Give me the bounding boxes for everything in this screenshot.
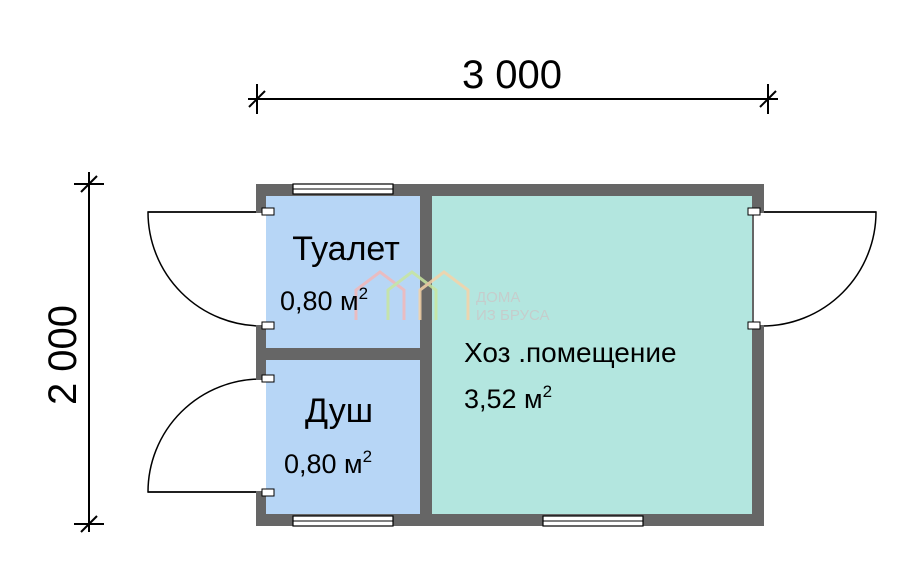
watermark-line1: ДОМА: [476, 289, 520, 306]
shower-door-opening: [256, 380, 266, 491]
shower-room: [266, 360, 420, 514]
shower-window: [292, 515, 394, 527]
toilet-name: Туалет: [292, 230, 400, 268]
utility-door-opening: [754, 213, 764, 325]
toilet-room: [266, 196, 420, 348]
utility-area-value: 3,52 м: [464, 384, 543, 414]
toilet-area: 0,80 м2: [280, 284, 368, 316]
utility-area-exp: 2: [543, 382, 552, 401]
watermark-logo: ДОМА ИЗ БРУСА: [354, 270, 550, 324]
height-dimension: 2 000: [41, 172, 104, 533]
shower-area: 0,80 м2: [284, 447, 372, 479]
toilet-area-value: 0,80 м: [280, 286, 359, 316]
toilet-window: [292, 183, 394, 195]
utility-area: 3,52 м2: [464, 382, 552, 414]
shower-area-value: 0,80 м: [284, 449, 363, 479]
height-dimension-label: 2 000: [41, 305, 85, 405]
toilet-area-exp: 2: [359, 284, 368, 303]
utility-name: Хоз .помещение: [464, 337, 677, 368]
utility-door-swing: [761, 211, 877, 327]
shower-door-swing: [147, 378, 263, 493]
width-dimension-label: 3 000: [462, 53, 562, 97]
watermark-line2: ИЗ БРУСА: [476, 307, 550, 324]
shower-name: Душ: [305, 392, 373, 430]
width-dimension: 3 000: [248, 53, 778, 114]
utility-window: [542, 515, 644, 527]
toilet-door-opening: [256, 213, 266, 325]
toilet-door-swing: [147, 211, 263, 327]
shower-area-exp: 2: [363, 447, 372, 466]
utility-room: [432, 196, 752, 514]
